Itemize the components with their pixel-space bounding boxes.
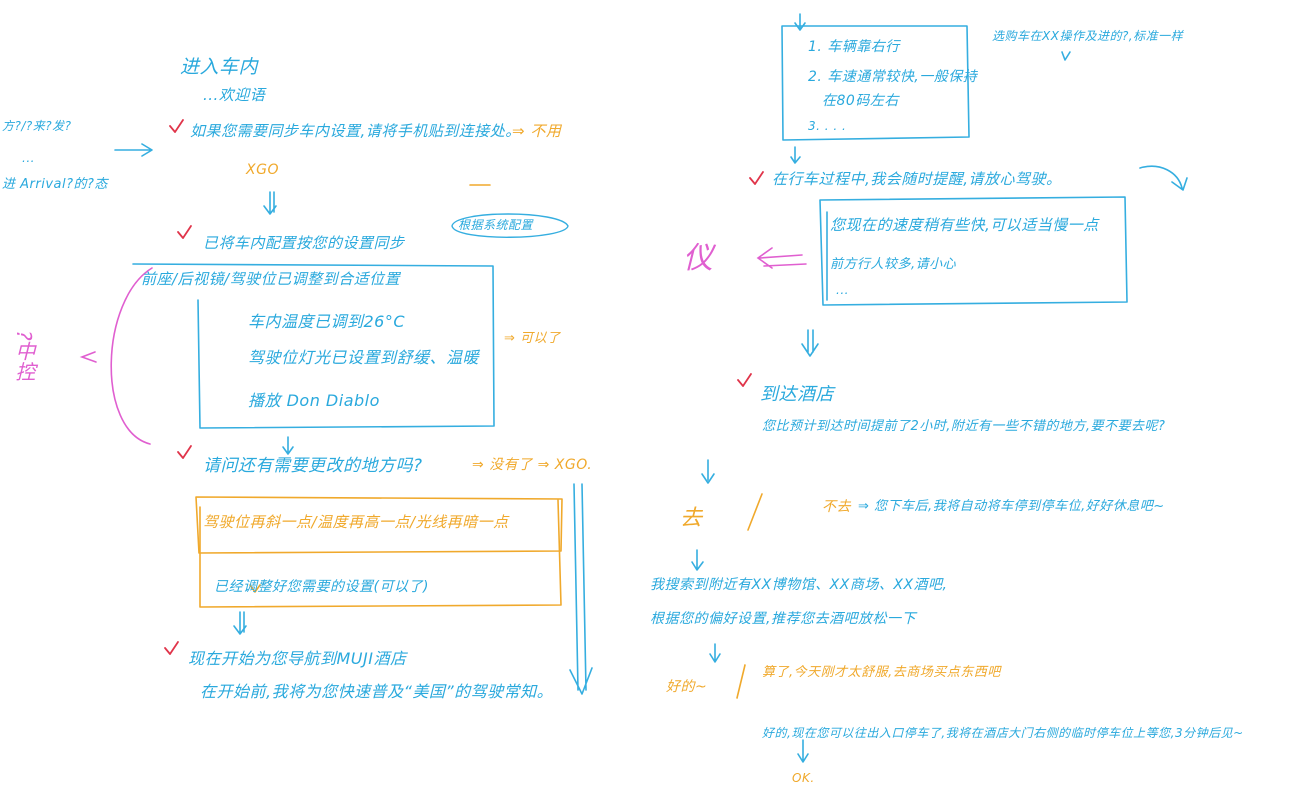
arrow-down	[691, 549, 704, 571]
rule-item: 3. . . .	[808, 119, 847, 133]
arrow-left-pink	[756, 247, 807, 269]
adjust-box-outline	[195, 496, 563, 554]
driving-text: 在行车过程中,我会随时提醒,请放心驾驶。	[772, 170, 1062, 188]
arrow-down	[790, 146, 801, 164]
slash	[736, 664, 746, 699]
tag-outline	[451, 213, 569, 238]
side-note: 方?/?来?发?	[2, 119, 72, 133]
welcome-text: ...欢迎语	[203, 86, 266, 104]
arrow-long-down	[569, 483, 593, 695]
rule-item: 2. 车速通常较快,一般保持	[808, 69, 978, 85]
ok-choice: 好的~	[666, 679, 708, 695]
nav-before: 在开始前,我将为您快速普及“美国”的驾驶常知。	[200, 682, 554, 701]
ask-adjust: 请问还有需要更改的地方吗?	[203, 456, 423, 476]
check-icon	[749, 171, 764, 185]
settings-box-outline	[132, 263, 495, 429]
go-option: 去	[680, 506, 703, 531]
bracket	[110, 267, 153, 445]
ok-end: OK.	[792, 771, 815, 785]
check-icon	[177, 225, 192, 239]
check-icon	[164, 641, 179, 655]
ask-reply: ⇒ 没有了 ⇒ XGO.	[472, 457, 593, 473]
side-note: 进 Arrival?的?态	[2, 177, 108, 192]
warnings-box-outline	[819, 196, 1128, 306]
arrow-down	[701, 459, 715, 484]
warning-item: 前方行人较多,请小心	[830, 257, 957, 272]
warning-item: 您现在的速度稍有些快,可以适当慢一点	[830, 216, 1099, 234]
arrow-down	[282, 436, 294, 455]
early-arrival-text: 您比预计到达时间提前了2小时,附近有一些不错的地方,要不要去呢?	[762, 419, 1166, 434]
rule-item: 在80码左右	[822, 93, 899, 109]
side-note-ellipsis: ...	[22, 151, 35, 165]
mid-console-label: ?中控	[12, 330, 36, 383]
not-go-reply: ⇒ 您下车后,我将自动将车停到停车位,好好休息吧~	[858, 499, 1165, 514]
nav-start: 现在开始为您导航到MUJI酒店	[188, 649, 407, 668]
arrive-title: 到达酒店	[760, 384, 834, 405]
slash	[747, 493, 763, 531]
arrow-down	[801, 329, 819, 357]
arrow-down	[797, 739, 809, 763]
not-go-option: 不去	[822, 499, 851, 515]
warning-item: ...	[836, 283, 849, 297]
arrow-right	[114, 143, 153, 157]
rule-item: 1. 车辆靠右行	[808, 39, 900, 55]
settings-item: 前座/后视镜/驾驶位已调整到合适位置	[141, 270, 401, 288]
enter-car-title: 进入车内	[180, 56, 259, 78]
settings-item: 驾驶位灯光已设置到舒缓、温暖	[248, 348, 480, 367]
instrument-label: 仪	[683, 241, 714, 276]
arrow-left-pink	[79, 351, 97, 363]
rules-box-outline	[781, 25, 970, 141]
adjusted-text: 已经调整好您需要的设置(可以了)	[214, 579, 429, 595]
rules-note: 选购车在XX操作及进的?,标准一样	[992, 29, 1184, 43]
curved-arrow	[1139, 165, 1188, 191]
arrow-down	[794, 13, 806, 31]
check-icon	[177, 445, 192, 459]
arrow-down-orange	[709, 643, 721, 663]
synced-tag: 根据系统配置	[458, 218, 534, 232]
found-places: 我搜索到附近有XX博物馆、XX商场、XX酒吧,	[650, 577, 948, 593]
final-reply: 好的,现在您可以往出入口停车了,我将在酒店大门右侧的临时停车位上等您,3分钟后见…	[762, 726, 1244, 740]
check-icon	[737, 373, 752, 387]
xgo-label: XGO	[246, 162, 279, 178]
recommend-text: 根据您的偏好设置,推荐您去酒吧放松一下	[650, 611, 916, 627]
alt-choice: 算了,今天刚才太舒服,去商场买点东西吧	[762, 665, 1001, 680]
settings-item: 播放 Don Diablo	[248, 391, 380, 410]
settings-ok: ⇒ 可以了	[504, 331, 561, 346]
sync-prompt: 如果您需要同步车内设置,请将手机贴到连接处。	[190, 122, 521, 140]
sync-no-reply: ⇒ 不用	[512, 122, 562, 140]
adjust-request: 驾驶位再斜一点/温度再高一点/光线再暗一点	[203, 513, 509, 531]
check-icon	[169, 119, 184, 133]
synced-text: 已将车内配置按您的设置同步	[203, 234, 405, 252]
settings-item: 车内温度已调到26°C	[248, 312, 406, 331]
